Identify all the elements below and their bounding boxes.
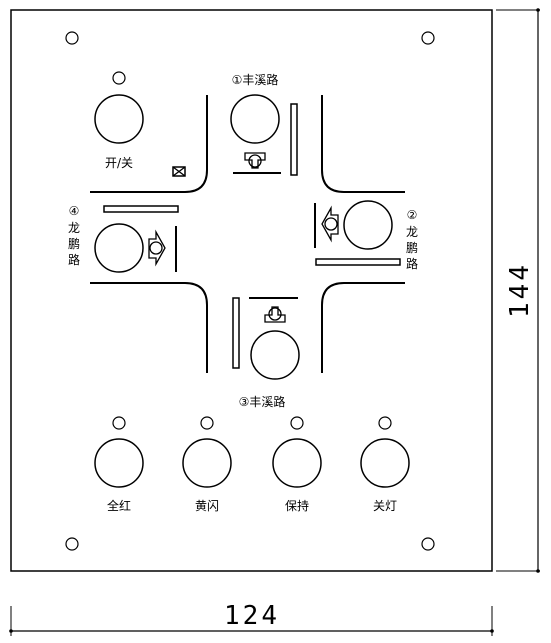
yellow-flash-button[interactable] xyxy=(182,438,232,488)
east-road-char-3: 路 xyxy=(406,256,418,271)
panel-outline xyxy=(10,9,493,572)
west-median xyxy=(103,205,179,213)
height-dimension xyxy=(496,8,540,573)
west-signal-button[interactable] xyxy=(94,223,144,273)
mounting-hole-br xyxy=(421,537,435,551)
north-road-label: ①丰溪路 xyxy=(232,72,279,87)
lights-off-label: 关灯 xyxy=(373,499,397,513)
mounting-hole-bl xyxy=(65,537,79,551)
north-signal-button[interactable] xyxy=(230,94,280,144)
south-up-arrow-icon xyxy=(264,306,286,323)
power-button[interactable] xyxy=(94,94,144,144)
south-median xyxy=(232,297,240,369)
lights-off-indicator-led xyxy=(378,416,392,430)
width-dimension xyxy=(9,606,494,636)
all-red-button[interactable] xyxy=(94,438,144,488)
west-road-number: ④ xyxy=(69,204,80,218)
south-signal-button[interactable] xyxy=(250,330,300,380)
east-road-char-2: 鹏 xyxy=(406,241,418,255)
east-signal-button[interactable] xyxy=(343,200,393,250)
lights-off-button[interactable] xyxy=(360,438,410,488)
north-median xyxy=(290,103,298,176)
hold-button[interactable] xyxy=(272,438,322,488)
envelope-icon xyxy=(172,166,186,177)
yellow-flash-label: 黄闪 xyxy=(195,499,219,513)
hold-label: 保持 xyxy=(285,498,309,513)
power-indicator-led xyxy=(112,71,126,85)
east-left-arrow-icon xyxy=(321,205,339,243)
west-road-char-2: 鹏 xyxy=(68,237,80,251)
east-road-number: ② xyxy=(407,208,418,222)
all-red-indicator-led xyxy=(112,416,126,430)
all-red-label: 全红 xyxy=(107,498,131,513)
west-road-char-1: 龙 xyxy=(68,221,80,235)
north-down-arrow-icon xyxy=(244,152,266,169)
mounting-hole-tl xyxy=(65,31,79,45)
height-dimension-value: 144 xyxy=(505,262,535,318)
yellow-flash-indicator-led xyxy=(200,416,214,430)
power-label: 开/关 xyxy=(105,156,133,170)
width-dimension-value: 124 xyxy=(224,601,280,631)
west-road-char-3: 路 xyxy=(68,252,80,267)
intersection-roads xyxy=(90,95,405,373)
south-road-label: ③丰溪路 xyxy=(239,394,286,409)
east-road-char-1: 龙 xyxy=(406,225,418,239)
mounting-hole-tr xyxy=(421,31,435,45)
east-median xyxy=(315,258,401,266)
west-right-arrow-icon xyxy=(148,229,166,267)
hold-indicator-led xyxy=(290,416,304,430)
